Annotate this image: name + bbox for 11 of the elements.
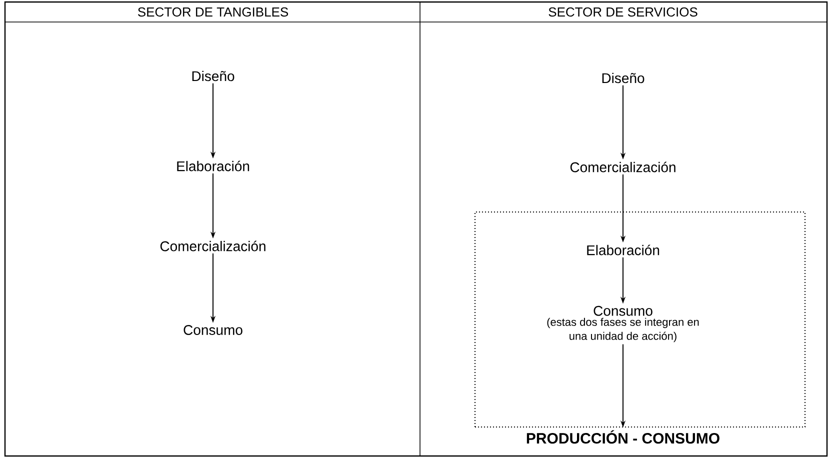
step-text: Consumo [184,325,242,335]
step-text: Comercialización [570,162,676,172]
step-text: Consumo (estas dos fases se integran en una unidad de acción) [547,306,699,342]
column-header: SECTOR DE TANGIBLES [138,7,288,17]
step-text: Comercialización [160,240,266,252]
node-label: PRODUCCIÓN - CONSUMO [526,430,720,444]
step-text: Elaboración [587,244,660,256]
step-text: Diseño [602,72,644,84]
step-text: Elaboración [177,160,250,172]
column-header: SECTOR DE SERVICIOS [548,7,698,17]
step-text: Diseño [192,70,234,82]
